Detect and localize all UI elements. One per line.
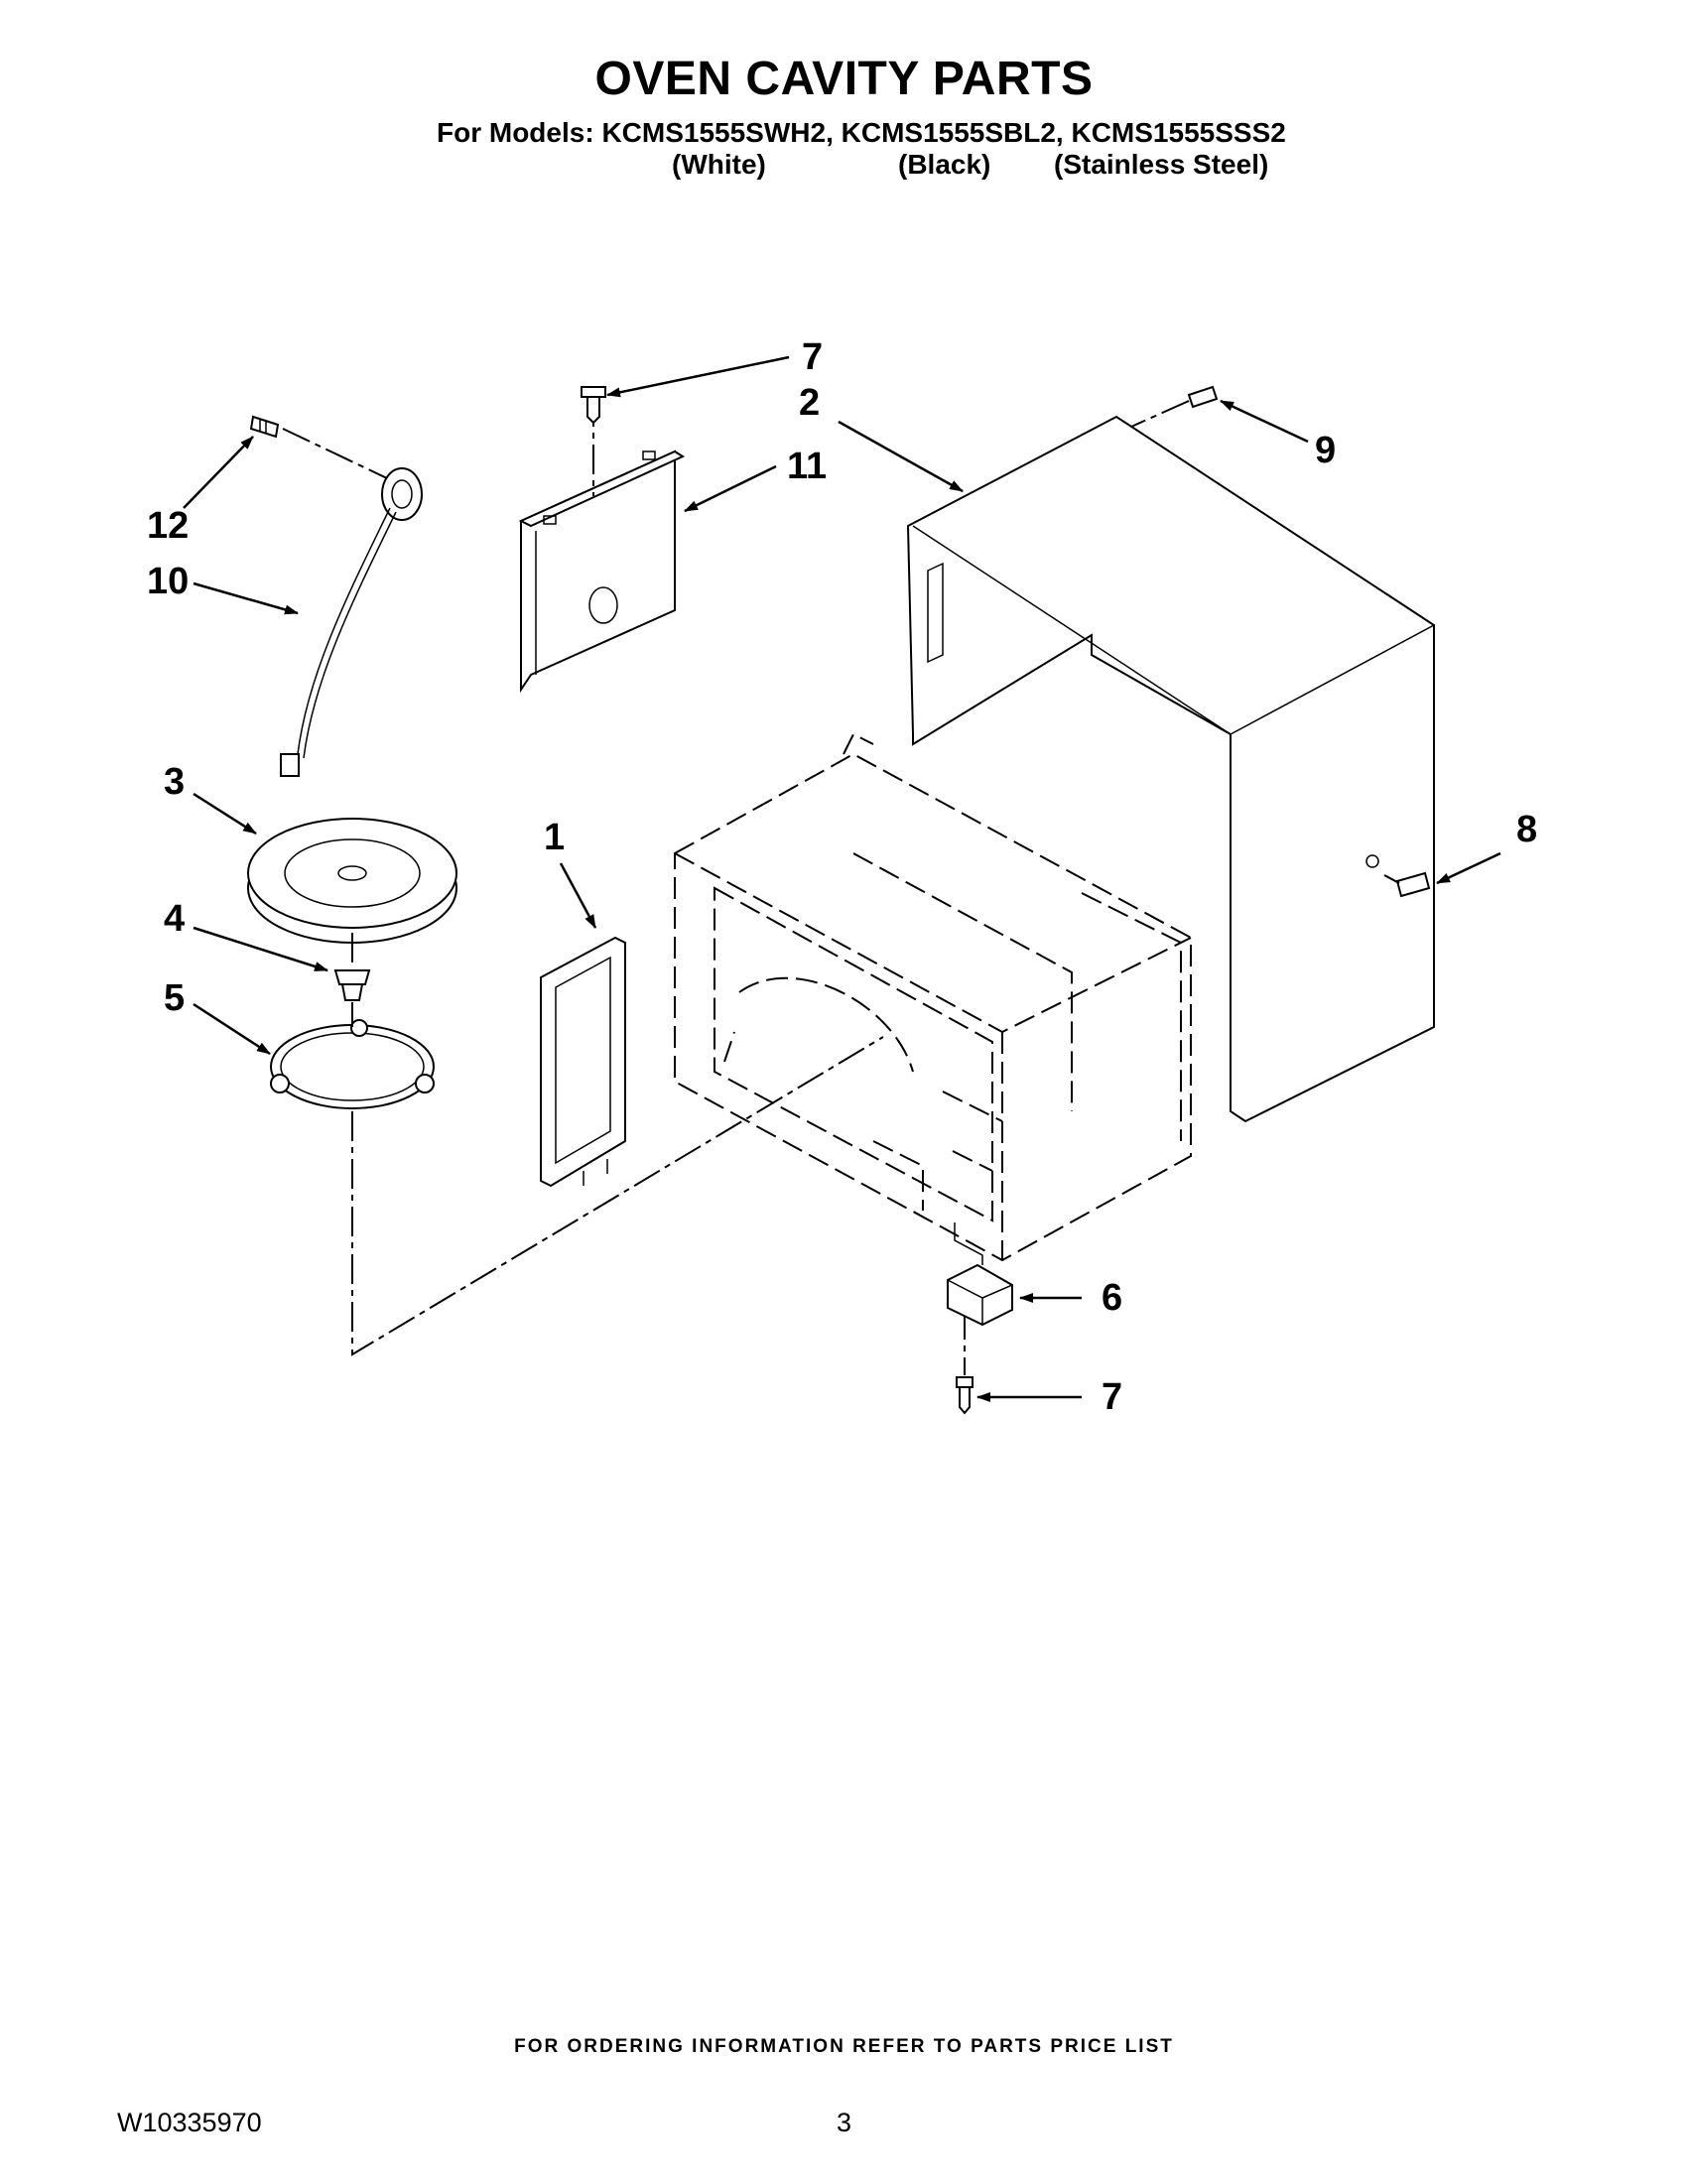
callout-7-top: 7 [802,336,823,378]
variant-stainless: (Stainless Steel) [1054,149,1269,180]
document-number: W10335970 [117,2108,262,2137]
callout-2: 2 [799,382,820,424]
callout-7-bottom: 7 [1102,1376,1122,1418]
thermal-cutout-part [280,428,423,777]
turntable-motor-part [947,1222,1013,1327]
waveguide-cover-part [518,397,686,694]
callout-8: 8 [1516,809,1537,850]
screw-9 [1130,385,1219,428]
callout-11: 11 [787,446,827,487]
roller-ring-part [270,1019,435,1109]
oven-cavity-phantom [674,732,1192,1262]
assembly-centerline [351,1036,884,1356]
callout-12: 12 [147,505,189,547]
callout-6: 6 [1102,1277,1122,1319]
callout-4: 4 [164,898,185,940]
screw-7-bottom [956,1310,974,1415]
turntable-tray-part [247,818,457,944]
callout-9: 9 [1315,430,1336,471]
model-list: For Models: KCMS1555SWH2, KCMS1555SBL2, … [437,117,1286,148]
ordering-note: FOR ORDERING INFORMATION REFER TO PARTS … [514,2036,1174,2057]
coupler-part [333,969,371,1001]
gasket-frame-part [540,936,626,1188]
variant-black: (Black) [898,149,991,180]
callout-5: 5 [164,977,185,1019]
variant-white: (White) [672,149,766,180]
cabinet-wrapper-part [906,415,1435,1123]
screw-8 [1383,871,1431,898]
callout-1: 1 [544,817,565,858]
screw-7-top [581,386,606,425]
screw-12 [249,415,280,439]
page-number: 3 [837,2108,852,2137]
callout-10: 10 [147,561,189,602]
leader-lines [183,355,1501,1402]
page-title: OVEN CAVITY PARTS [594,53,1094,105]
callout-3: 3 [164,761,185,803]
